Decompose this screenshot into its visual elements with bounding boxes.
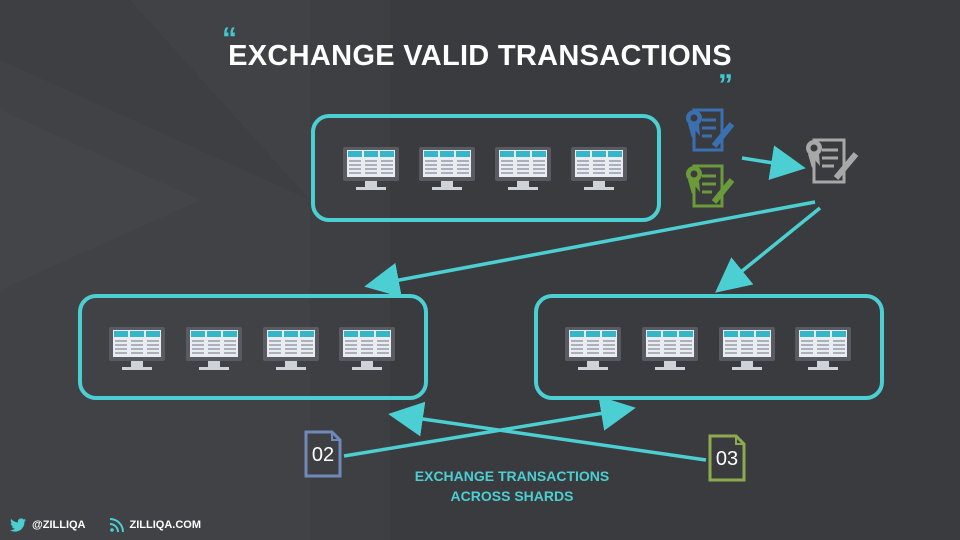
shard-top bbox=[311, 114, 661, 222]
document-03-label: 03 bbox=[715, 448, 739, 470]
twitter-handle[interactable]: @ZILLIQA bbox=[32, 519, 86, 531]
computer-node-icon bbox=[263, 327, 319, 370]
computer-node-icon bbox=[565, 327, 621, 370]
quote-open-mark: “ bbox=[222, 22, 237, 55]
arrow-doc02-to-right bbox=[343, 396, 636, 458]
computer-node-icon bbox=[343, 147, 399, 190]
twitter-bird-icon bbox=[10, 518, 26, 532]
certificate-gray-icon bbox=[806, 138, 859, 184]
document-02-icon bbox=[304, 430, 342, 478]
rss-feed-icon bbox=[109, 518, 124, 532]
arrow-to-left-shard bbox=[364, 200, 816, 298]
computer-node-icon bbox=[719, 327, 775, 370]
arrow-to-right-shard bbox=[715, 206, 822, 293]
certificate-green-icon bbox=[686, 164, 735, 208]
exchange-caption: EXCHANGE TRANSACTIONS ACROSS SHARDS bbox=[382, 466, 642, 506]
shard-right bbox=[534, 294, 884, 400]
slide-title: EXCHANGE VALID TRANSACTIONS bbox=[228, 40, 732, 72]
transaction-document-02: 02 bbox=[304, 430, 342, 478]
computer-node-icon bbox=[642, 327, 698, 370]
computer-node-icon bbox=[571, 147, 627, 190]
document-02-label: 02 bbox=[311, 444, 335, 466]
quote-close-mark: „ bbox=[718, 52, 733, 85]
caption-line-2: ACROSS SHARDS bbox=[450, 488, 574, 504]
shard-left bbox=[78, 294, 428, 400]
computer-node-icon bbox=[186, 327, 242, 370]
computer-node-icon bbox=[419, 147, 475, 190]
transaction-document-03: 03 bbox=[708, 434, 746, 482]
arrow-doc03-to-left bbox=[388, 401, 707, 462]
computer-node-icon bbox=[795, 327, 851, 370]
document-03-icon bbox=[708, 434, 746, 482]
computer-node-icon bbox=[495, 147, 551, 190]
caption-line-1: EXCHANGE TRANSACTIONS bbox=[414, 468, 610, 484]
arrow-to-committee bbox=[741, 145, 806, 180]
certificate-blue-icon bbox=[686, 108, 735, 152]
computer-node-icon bbox=[109, 327, 165, 370]
computer-node-icon bbox=[339, 327, 395, 370]
website-link[interactable]: ZILLIQA.COM bbox=[129, 519, 202, 531]
footer: @ZILLIQA ZILLIQA.COM bbox=[10, 516, 219, 534]
